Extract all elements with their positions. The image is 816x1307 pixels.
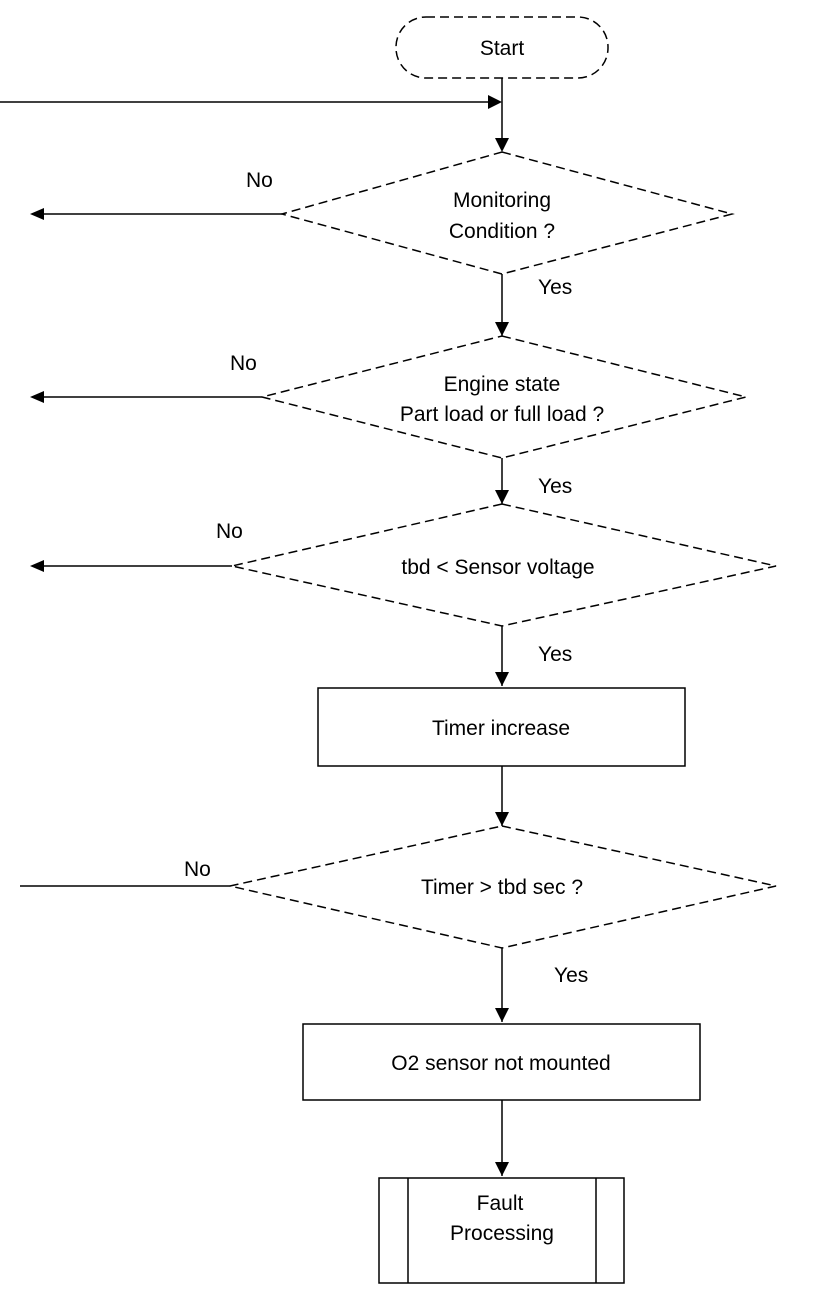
arrowhead-down bbox=[495, 812, 509, 826]
no-label: No bbox=[230, 352, 257, 375]
process-label: Timer increase bbox=[432, 717, 570, 740]
arrowhead-down bbox=[495, 138, 509, 152]
decision-text-line: Condition ? bbox=[449, 220, 555, 243]
start-shape bbox=[395, 16, 609, 79]
start-terminator: Start bbox=[395, 16, 609, 79]
process-label: O2 sensor not mounted bbox=[391, 1052, 610, 1075]
yes-label: Yes bbox=[538, 475, 572, 498]
decision-shape bbox=[279, 151, 735, 275]
decision-text-line: Engine state bbox=[444, 373, 561, 396]
process-shape bbox=[317, 687, 686, 767]
decision-engine-state: Engine state Part load or full load ? bbox=[261, 335, 747, 459]
decision-text-line: Timer > tbd sec ? bbox=[421, 876, 583, 899]
no-label: No bbox=[184, 858, 211, 881]
start-label: Start bbox=[480, 37, 525, 60]
arrowheads bbox=[30, 95, 509, 1176]
process-o2-not-mounted: O2 sensor not mounted bbox=[302, 1023, 701, 1101]
decision-sensor-voltage: tbd < Sensor voltage bbox=[231, 503, 777, 627]
arrowhead-down bbox=[495, 672, 509, 686]
decision-shape bbox=[261, 335, 747, 459]
yes-label: Yes bbox=[538, 276, 572, 299]
decision-shape bbox=[231, 503, 777, 627]
decision-timer-check: Timer > tbd sec ? bbox=[229, 825, 777, 949]
connector-lines bbox=[0, 78, 503, 1176]
decision-shape bbox=[229, 825, 777, 949]
subroutine-text-line: Fault bbox=[477, 1192, 524, 1215]
decision-text-line: Monitoring bbox=[453, 189, 551, 212]
process-timer-increase: Timer increase bbox=[317, 687, 686, 767]
arrowhead-left bbox=[30, 208, 44, 220]
arrowhead-down bbox=[495, 1008, 509, 1022]
arrowhead-left bbox=[30, 560, 44, 572]
arrowhead-down bbox=[495, 1162, 509, 1176]
decision-text-line: tbd < Sensor voltage bbox=[401, 556, 594, 579]
decision-text-line: Part load or full load ? bbox=[400, 403, 604, 426]
arrowhead-left bbox=[30, 391, 44, 403]
no-label: No bbox=[246, 169, 273, 192]
yes-label: Yes bbox=[538, 643, 572, 666]
arrowhead-loop-entry bbox=[488, 95, 502, 109]
subroutine-text-line: Processing bbox=[450, 1222, 554, 1245]
subroutine-shape bbox=[378, 1177, 625, 1284]
arrowhead-down bbox=[495, 490, 509, 504]
decision-monitoring-condition: Monitoring Condition ? bbox=[279, 151, 735, 275]
no-label: No bbox=[216, 520, 243, 543]
yes-label: Yes bbox=[554, 964, 588, 987]
arrowhead-down bbox=[495, 322, 509, 336]
process-shape bbox=[302, 1023, 701, 1101]
branch-labels: No No No No Yes Yes Yes Yes bbox=[184, 169, 588, 987]
subroutine-fault-processing: Fault Processing bbox=[378, 1177, 625, 1284]
